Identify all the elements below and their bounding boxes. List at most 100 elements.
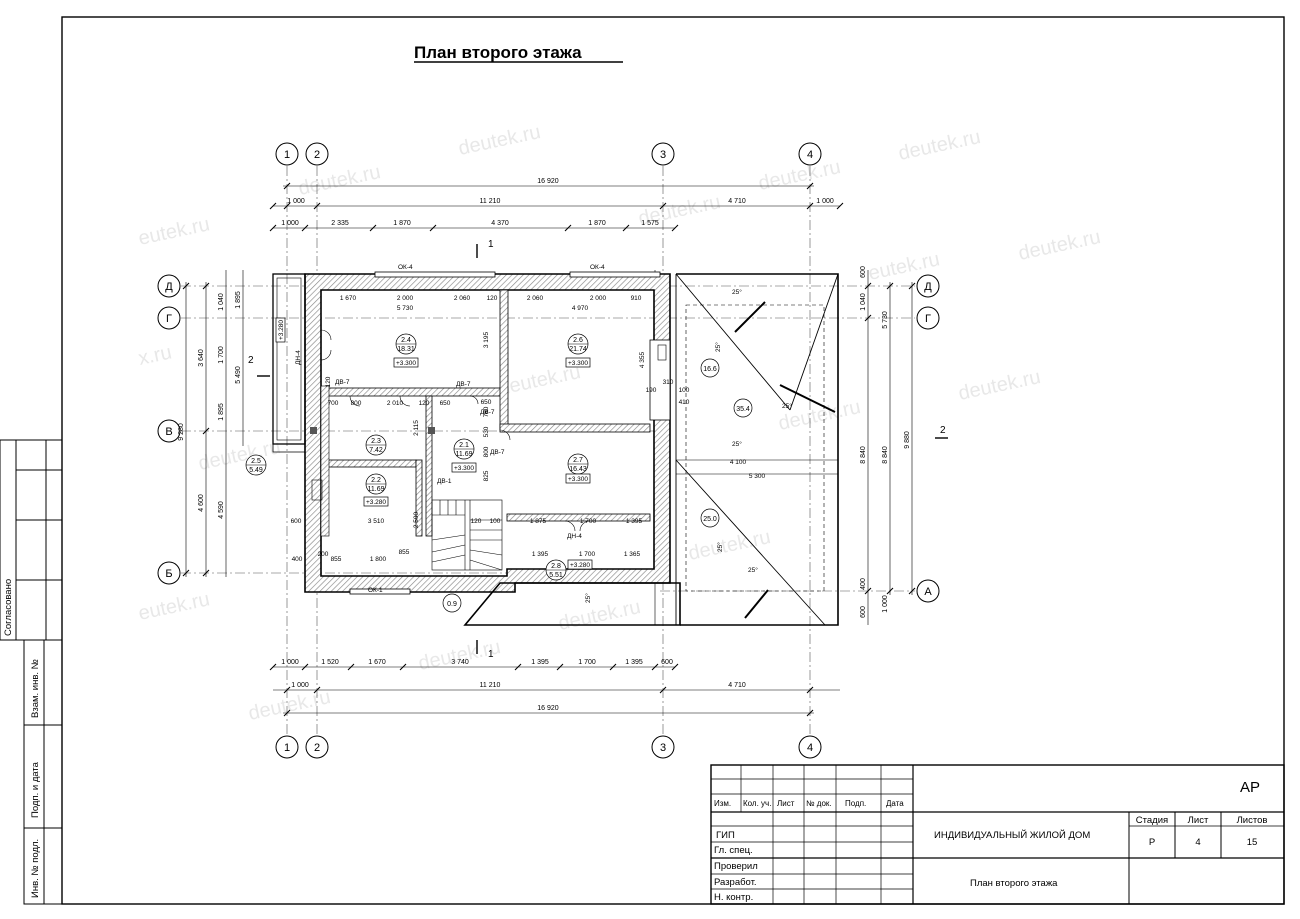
room-number: 2.4 bbox=[401, 337, 411, 344]
watermark: eutek.ru bbox=[136, 213, 211, 250]
axis-g-left: Г bbox=[166, 313, 172, 325]
room-number: 2.2 bbox=[371, 477, 381, 484]
dim-bottom-r1: 1 000 bbox=[281, 659, 299, 666]
dim-bottom-r1: 600 bbox=[661, 659, 673, 666]
dim-left: 1 700 bbox=[218, 346, 225, 364]
window-label: ОК-4 bbox=[398, 264, 413, 271]
dim-right: 1 000 bbox=[882, 595, 889, 613]
interior-dim: 2 060 bbox=[454, 295, 471, 302]
tb-role: Гл. спец. bbox=[714, 845, 753, 856]
axis-1-top: 1 bbox=[284, 149, 290, 161]
watermark: deutek.ru bbox=[246, 686, 332, 725]
axis-1-bottom: 1 bbox=[284, 742, 290, 754]
dim-left: 1 895 bbox=[218, 403, 225, 421]
roof-area-marks bbox=[442, 358, 753, 613]
interior-dim: 200 bbox=[318, 551, 329, 558]
stamp-agreed: Согласовано bbox=[3, 579, 14, 636]
room-number: 2.7 bbox=[573, 457, 583, 464]
dim-bottom-r2: 1 000 bbox=[291, 682, 309, 689]
dim-left: 4 590 bbox=[218, 501, 225, 519]
door-label: ДВ-1 bbox=[437, 478, 452, 485]
room-area: 11.69 bbox=[368, 486, 385, 493]
axis-3-bottom: 3 bbox=[660, 742, 666, 754]
interior-dim: 100 bbox=[490, 518, 501, 525]
axis-a-right: А bbox=[924, 586, 932, 598]
tb-header: Лист bbox=[777, 799, 795, 808]
room-level: +3.280 bbox=[366, 499, 386, 506]
interior-dim: 3 510 bbox=[368, 518, 385, 525]
tb-role: Н. контр. bbox=[714, 892, 753, 903]
tb-role: Проверил bbox=[714, 861, 758, 872]
watermark: deutek.ru bbox=[1016, 226, 1102, 265]
tb-sheet: 4 bbox=[1195, 837, 1200, 848]
tb-stage: Р bbox=[1149, 837, 1155, 848]
interior-dim: 600 bbox=[291, 518, 302, 525]
tb-stage-label: Стадия bbox=[1136, 815, 1168, 826]
interior-dim: 410 bbox=[679, 399, 690, 406]
interior-dim: 2 115 bbox=[413, 420, 420, 436]
door-label: ДН-4 bbox=[567, 533, 582, 540]
axis-3-top: 3 bbox=[660, 149, 666, 161]
axis-4-bottom: 4 bbox=[807, 742, 813, 754]
tb-header: № док. bbox=[806, 799, 832, 808]
watermark: deutek.ru bbox=[686, 526, 772, 565]
interior-dim: 3 195 bbox=[483, 331, 490, 348]
interior-dim: 825 bbox=[483, 470, 490, 481]
dim-top-r2: 1 000 bbox=[816, 198, 834, 205]
section-label: 2 bbox=[248, 355, 254, 366]
interior-dim: 2 010 bbox=[387, 400, 404, 407]
room-area: 5.49 bbox=[249, 467, 263, 474]
dim-left: 1 040 bbox=[218, 293, 225, 311]
window-label: ОК-1 bbox=[368, 587, 383, 594]
room-level: +3.300 bbox=[454, 465, 474, 472]
interior-dim: 650 bbox=[481, 399, 492, 406]
dim-top-r3: 4 370 bbox=[491, 220, 509, 227]
axis-2-bottom: 2 bbox=[314, 742, 320, 754]
section-label: 2 bbox=[940, 425, 946, 436]
dim-left: 5 490 bbox=[235, 366, 242, 384]
watermark: deutek.ru bbox=[456, 121, 542, 160]
title-block bbox=[710, 764, 1285, 905]
watermark: deutek.ru bbox=[296, 161, 382, 200]
interior-dim: 650 bbox=[440, 400, 451, 407]
building-walls bbox=[272, 271, 671, 595]
roof-slope: 25° bbox=[732, 440, 742, 448]
roof-slope: 25° bbox=[782, 402, 792, 410]
dim-bottom-r1: 1 395 bbox=[625, 659, 643, 666]
tb-header: Кол. уч. bbox=[743, 799, 771, 808]
axis-4-top: 4 bbox=[807, 149, 813, 161]
interior-dim: 530 bbox=[483, 426, 490, 437]
interior-dim: 4 100 bbox=[730, 459, 747, 466]
dimension-ticks bbox=[182, 182, 916, 717]
dim-right: 600 bbox=[860, 606, 867, 618]
interior-dim: 2 500 bbox=[413, 511, 420, 528]
interior-dim: 190 bbox=[646, 387, 657, 394]
stamp-inv-zam: Взам. инв. № bbox=[30, 659, 41, 718]
interior-dim: 1 800 bbox=[370, 556, 387, 563]
dim-left: 4 600 bbox=[198, 494, 205, 512]
tb-code: АР bbox=[1240, 779, 1260, 796]
roof-slope: 25° bbox=[716, 542, 724, 552]
room-number: 2.1 bbox=[459, 442, 469, 449]
interior-dim: 4 970 bbox=[572, 305, 589, 312]
room-level: +3.280 bbox=[570, 562, 590, 569]
axis-d-right: Д bbox=[924, 281, 932, 293]
watermark: deutek.ru bbox=[756, 156, 842, 195]
interior-dim: 400 bbox=[292, 556, 303, 563]
room-number: 2.8 bbox=[551, 563, 561, 570]
door-label: ДВ-7 bbox=[335, 379, 350, 386]
dim-bottom-r1: 1 395 bbox=[531, 659, 549, 666]
tb-role: ГИП bbox=[716, 830, 735, 841]
axis-2-top: 2 bbox=[314, 149, 320, 161]
dim-bottom-r1: 1 700 bbox=[578, 659, 596, 666]
interior-dim: 2 000 bbox=[590, 295, 607, 302]
interior-dim: 5 730 bbox=[397, 305, 414, 312]
door-swings bbox=[320, 329, 591, 532]
dim-top-r3: 2 335 bbox=[331, 220, 349, 227]
interior-dim: 120 bbox=[325, 376, 332, 387]
room-area: 16.43 bbox=[569, 466, 587, 473]
dim-bottom-r1: 1 520 bbox=[321, 659, 339, 666]
interior-dim: 1 875 bbox=[530, 518, 547, 525]
dim-right: 8 840 bbox=[860, 446, 867, 464]
